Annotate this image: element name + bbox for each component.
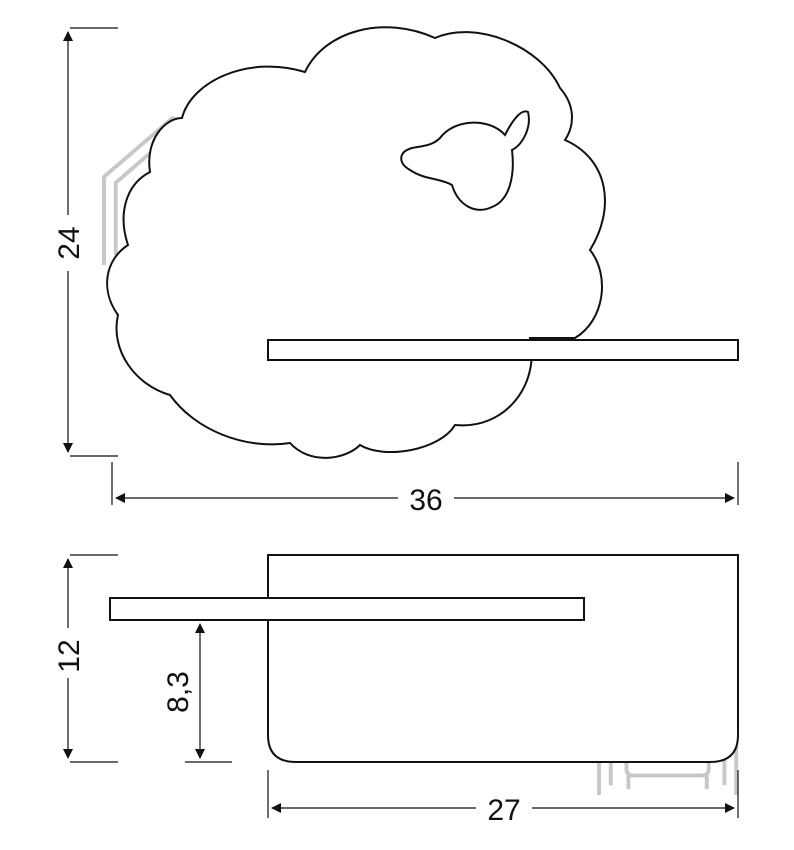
side-shelf: [109, 597, 585, 621]
cloud-shape: [106, 26, 606, 459]
front-shelf: [267, 339, 739, 361]
shelf-height-label: 8,3: [162, 671, 195, 713]
height-label: 24: [53, 226, 86, 259]
side-body-shape: [267, 554, 739, 763]
depth-label: 27: [487, 794, 520, 827]
side-height-label: 12: [53, 639, 86, 672]
front-view: 24 36: [52, 26, 739, 517]
sheep-head-shape: [400, 110, 530, 211]
side-view: 12 8,3 27: [52, 554, 739, 827]
width-label: 36: [409, 484, 442, 517]
